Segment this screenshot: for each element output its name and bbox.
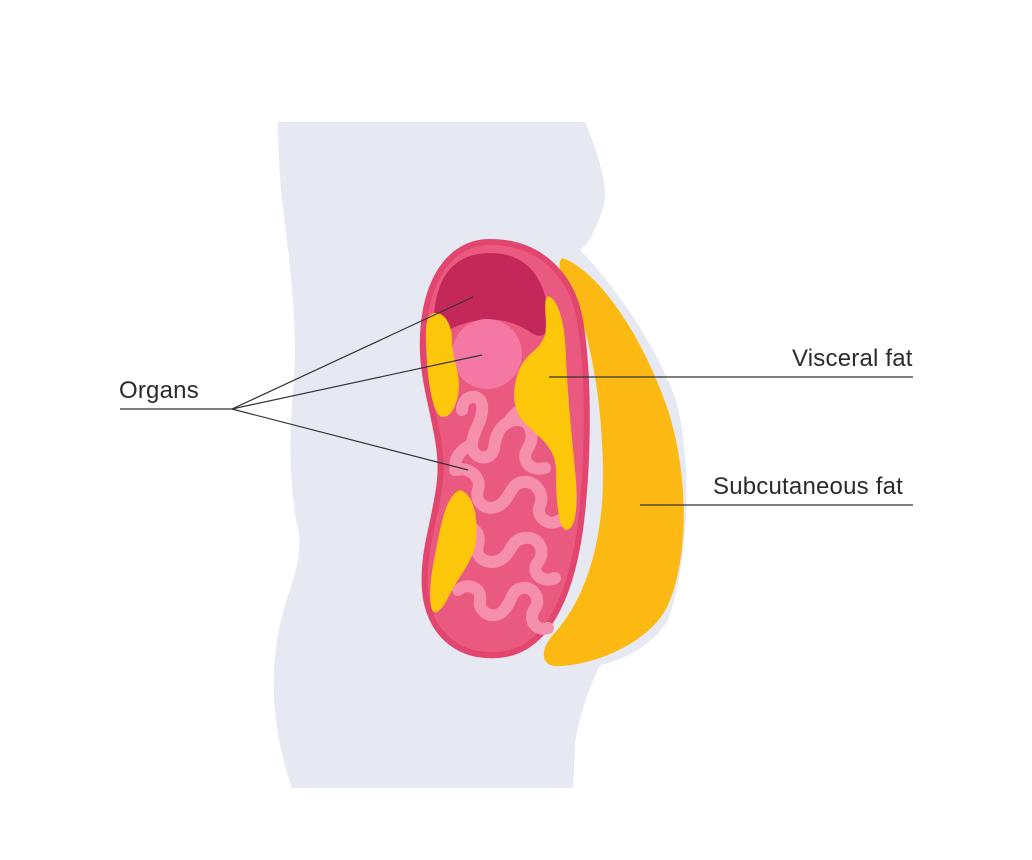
visceral-fat-deposits: [514, 296, 577, 530]
organs-leader-lines: [120, 296, 483, 471]
visceral-fat-deposits: [430, 490, 477, 613]
round-organ: [452, 319, 522, 389]
label-visceral-fat: Visceral fat: [792, 345, 913, 372]
label-subcutaneous-fat: Subcutaneous fat: [713, 473, 904, 500]
stomach-organ: [433, 253, 549, 336]
visceral-fat-deposits: [425, 312, 459, 417]
subcutaneous-fat-layer: [543, 258, 684, 667]
label-organs: Organs: [119, 377, 199, 404]
